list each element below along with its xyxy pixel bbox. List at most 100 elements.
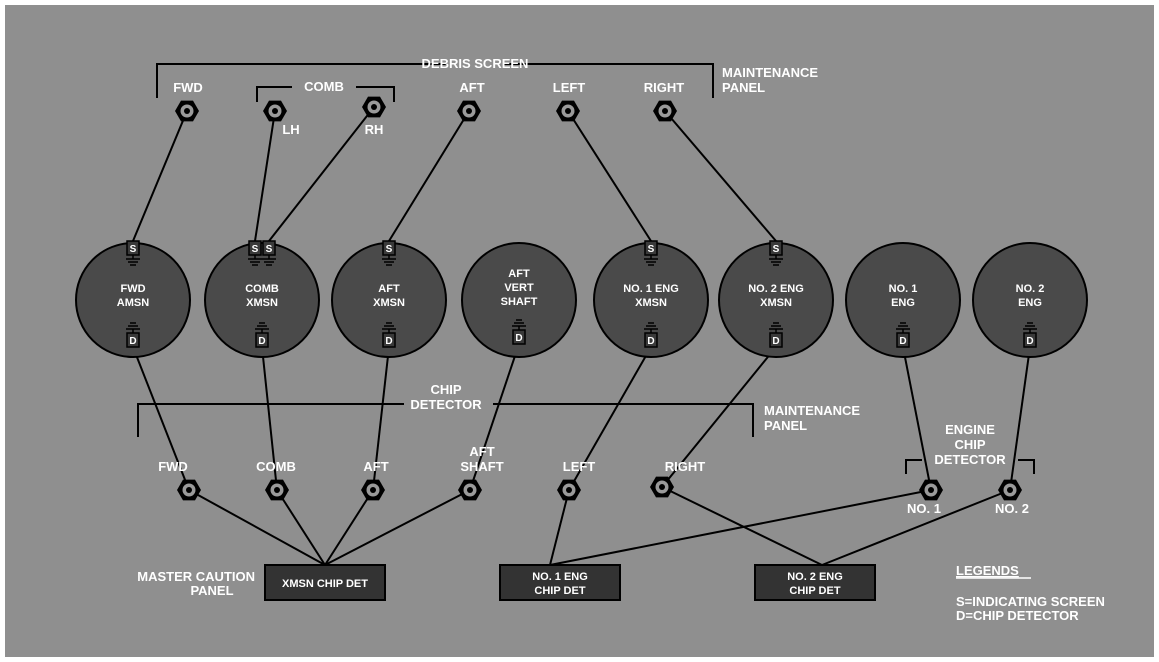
- debris-connector-aft: [457, 100, 481, 122]
- detector-box: [896, 332, 910, 348]
- wire-aft-shaft-xmsn-box: [324, 489, 471, 566]
- chip-detector-group: CHIP DETECTOR MAINTENANCE PANEL FWD COMB…: [137, 382, 860, 474]
- detector-letter: D: [515, 333, 522, 344]
- component-no1-eng-body: [845, 242, 961, 358]
- component-fwd-amsn-label: FWD: [120, 283, 145, 295]
- engine-chip-title-line2: CHIP: [954, 437, 985, 452]
- wire-no1-eng-detector: [902, 346, 932, 491]
- detector-box: [769, 332, 783, 348]
- legend-item-screen: S=INDICATING SCREEN: [956, 594, 1105, 609]
- top-connector-label-rh: RH: [365, 122, 384, 137]
- debris-connector-right: [653, 100, 677, 122]
- detector-letter: D: [899, 336, 906, 347]
- engine-chip-bracket: [905, 459, 1035, 474]
- no2-eng-chip-det-label-line1: NO. 2 ENG: [787, 571, 843, 583]
- no1-eng-chip-det-label-line1: NO. 1 ENG: [532, 571, 588, 583]
- debris-connector-comb-lh: [263, 100, 287, 122]
- detector-letter: D: [1026, 336, 1033, 347]
- wire-comb-rh-screen: [268, 106, 375, 242]
- wire-no2-eng-no2-box: [821, 489, 1011, 566]
- component-aft-vert-shaft-label: AFT: [508, 268, 530, 280]
- chip-connector-left: [557, 479, 581, 501]
- comb-bracket: [256, 86, 395, 102]
- master-caution-panel: MASTER CAUTION PANEL XMSN CHIP DET NO. 1…: [137, 564, 876, 601]
- chip-connector-aft-shaft-pin: [467, 487, 473, 493]
- screen-letter: S: [773, 244, 780, 255]
- wire-left-no1-box: [549, 489, 570, 566]
- wiring: [132, 106, 1031, 566]
- wire-comb-xmsn-box: [276, 489, 326, 566]
- chip-connector-fwd-pin: [186, 487, 192, 493]
- bottom-maintenance-panel-line1: MAINTENANCE: [764, 403, 860, 418]
- bottom-connector-label-aft-shaft-line1: AFT: [469, 444, 494, 459]
- wire-aft-shaft-detector: [469, 343, 520, 491]
- engine-chip-connector-no1-pin: [928, 487, 934, 493]
- component-aft-vert-shaft-label: VERT: [504, 282, 534, 294]
- detector-box: [126, 332, 140, 348]
- component-aft-xmsn-label: XMSN: [373, 297, 405, 309]
- chip-detector-bracket: [137, 403, 754, 437]
- bottom-connector-label-comb: COMB: [256, 459, 296, 474]
- top-maintenance-panel-line2: PANEL: [722, 80, 765, 95]
- chip-connector-aft-shaft: [458, 479, 482, 501]
- top-maintenance-panel-line1: MAINTENANCE: [722, 65, 818, 80]
- component-comb-xmsn-body: [204, 242, 320, 358]
- debris-connector-comb-rh-pin: [371, 104, 377, 110]
- component-no2-eng-label: NO. 2: [1016, 283, 1045, 295]
- debris-connector-right-pin: [662, 108, 668, 114]
- bottom-connector-label-fwd: FWD: [158, 459, 188, 474]
- top-connector-label-fwd: FWD: [173, 80, 203, 95]
- component-aft-vert-shaft-label: SHAFT: [501, 296, 538, 308]
- screen-letter: S: [130, 244, 137, 255]
- top-connector-label-lh: LH: [282, 122, 299, 137]
- no1-eng-chip-det-label-line2: CHIP DET: [534, 585, 585, 597]
- screen-letter: S: [266, 244, 273, 255]
- component-no1-eng-label: NO. 1: [889, 283, 918, 295]
- master-caution-label-line1: MASTER CAUTION: [137, 569, 255, 584]
- engine-connector-label-no1: NO. 1: [907, 501, 941, 516]
- wire-comb-lh-screen: [254, 110, 276, 242]
- chip-connector-aft-pin: [370, 487, 376, 493]
- screen-letter: S: [648, 244, 655, 255]
- engine-chip-connector-no1: [919, 479, 943, 501]
- wire-aft-xmsn-box: [324, 489, 374, 566]
- detector-letter: D: [385, 336, 392, 347]
- screen-letter: S: [386, 244, 393, 255]
- wire-fwd-detector: [132, 346, 190, 491]
- legend-item-detector: D=CHIP DETECTOR: [956, 608, 1079, 623]
- engine-connector-label-no2: NO. 2: [995, 501, 1029, 516]
- engine-chip-title-line1: ENGINE: [945, 422, 995, 437]
- component-aft-vert-shaft-body: [461, 242, 577, 358]
- component-no1-eng-xmsn-label: NO. 1 ENG: [623, 283, 679, 295]
- wire-no2-eng-detector: [1009, 346, 1031, 491]
- chip-connector-right: [650, 476, 674, 498]
- debris-connector-comb-rh: [362, 96, 386, 118]
- chip-detector-connectors: [177, 476, 1022, 501]
- component-aft-vert-shaft: AFT VERT SHAFT D: [461, 242, 577, 358]
- top-connector-label-left: LEFT: [553, 80, 586, 95]
- component-no2-eng-body: [972, 242, 1088, 358]
- debris-connector-comb-lh-pin: [272, 108, 278, 114]
- debris-screen-connectors: [175, 96, 677, 122]
- debris-connector-fwd-pin: [184, 108, 190, 114]
- legend-title: LEGENDS: [956, 563, 1019, 578]
- engine-chip-connector-no2: [998, 479, 1022, 501]
- no1-eng-chip-det-box: [499, 564, 621, 601]
- chip-connector-comb-pin: [274, 487, 280, 493]
- detector-box: [382, 332, 396, 348]
- component-aft-xmsn-label: AFT: [378, 283, 400, 295]
- wire-right-detector: [661, 346, 777, 488]
- detector-letter: D: [129, 336, 136, 347]
- chip-connector-comb: [265, 479, 289, 501]
- chip-connector-aft: [361, 479, 385, 501]
- engine-chip-detector-group: ENGINE CHIP DETECTOR NO. 1 NO. 2: [905, 422, 1035, 516]
- comb-group-title: COMB: [304, 79, 344, 94]
- detector-letter: D: [647, 336, 654, 347]
- no2-eng-chip-det-label-line2: CHIP DET: [789, 585, 840, 597]
- wire-left-detector: [568, 346, 652, 491]
